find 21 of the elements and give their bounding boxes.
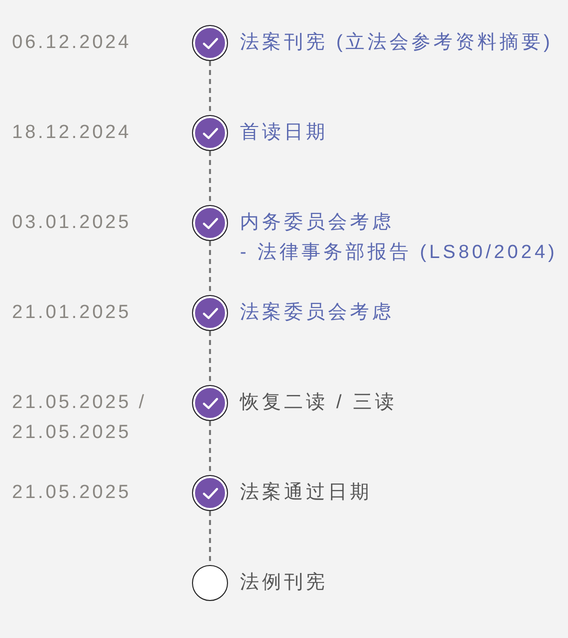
event-label: 法例刊宪 <box>240 571 328 595</box>
date-label: 21.01.2025 <box>12 301 132 325</box>
completed-milestone-circle <box>192 25 228 61</box>
event-link: 内务委员会考虑 <box>240 211 394 235</box>
date-label: 21.05.2025 / 21.05.2025 <box>12 391 148 445</box>
event-link: 法案刊宪 (立法会参考资料摘要) <box>240 30 553 55</box>
completed-milestone-circle <box>192 295 228 331</box>
completed-milestone-circle <box>192 205 228 241</box>
event-label: 恢复二读 / 三读 <box>240 391 397 415</box>
completed-milestone-circle <box>192 115 228 151</box>
completed-milestone-circle <box>192 385 228 421</box>
date-label: 06.12.2024 <box>12 31 132 55</box>
pending-milestone-circle <box>192 565 228 601</box>
date-label: 21.05.2025 <box>12 481 132 505</box>
completed-milestone-circle <box>192 475 228 511</box>
date-label: 18.12.2024 <box>12 121 132 145</box>
event-link: 法案委员会考虑 <box>240 300 394 325</box>
date-label: 03.01.2025 <box>12 211 132 235</box>
event-link: 首读日期 <box>240 121 328 145</box>
event-label: 法案通过日期 <box>240 480 372 505</box>
event-link: - 法律事务部报告 (LS80/2024) <box>240 241 558 265</box>
